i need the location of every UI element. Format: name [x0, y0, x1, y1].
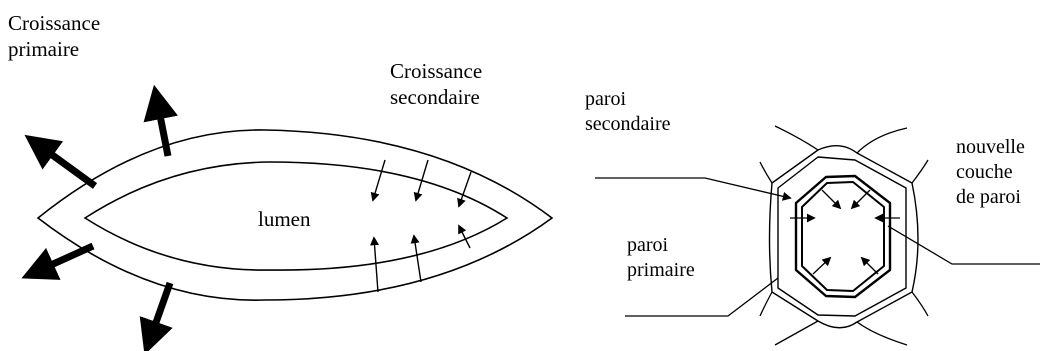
junction-line	[759, 291, 773, 317]
new-wall-layer-label-line1: nouvelle	[956, 136, 1025, 158]
inner-wall-outline	[83, 161, 509, 271]
primary-wall-outer-line	[768, 145, 919, 329]
secondary-wall-label: paroi secondaire	[585, 87, 671, 137]
secondary-growth-arrow	[457, 171, 472, 208]
primary-wall-inner-line	[777, 156, 907, 317]
lumen-label: lumen	[258, 207, 311, 231]
junction-line	[759, 161, 773, 184]
secondary-growth-arrow	[458, 224, 471, 249]
fiber-cell	[36, 129, 554, 301]
primary-growth-label: Croissance primaire	[8, 10, 100, 63]
secondary-growth-label-line1: Croissance	[390, 59, 483, 83]
new-wall-layer-label: nouvelle couche de paroi	[956, 135, 1025, 210]
cell-cross-section	[759, 125, 929, 346]
outer-wall-outline	[36, 129, 554, 301]
new-layer-arrow	[860, 256, 879, 275]
secondary-wall-outline	[794, 174, 892, 299]
primary-wall-label: paroi primaire	[627, 233, 695, 283]
new-layer-arrow	[812, 256, 832, 275]
primary-growth-arrow	[139, 281, 174, 351]
secondary-growth-arrow	[370, 236, 380, 293]
secondary-growth-arrow	[410, 234, 422, 283]
new-layer-leader	[887, 225, 1040, 265]
primary-wall-label-line2: primaire	[627, 259, 695, 281]
junction-line	[911, 291, 929, 317]
leader-lines	[595, 177, 1040, 317]
junction-line	[856, 321, 908, 346]
junction-line	[911, 159, 929, 184]
junction-line	[774, 125, 819, 151]
primary-wall-leader	[625, 277, 779, 317]
new-layer-arrow	[821, 189, 842, 210]
primary-growth-arrow	[143, 84, 178, 157]
primary-growth-label-line1: Croissance	[8, 11, 101, 35]
new-layer-arrow	[850, 189, 871, 210]
junction-line	[856, 127, 908, 154]
primary-growth-label-line2: primaire	[8, 37, 80, 62]
secondary-wall-label-line2: secondaire	[585, 113, 671, 135]
secondary-wall-leader	[595, 177, 792, 201]
secondary-growth-arrow	[370, 159, 386, 202]
junction-line	[774, 320, 819, 346]
secondary-growth-arrows	[370, 159, 472, 293]
secondary-growth-arrow	[413, 159, 429, 202]
new-wall-layer-label-line3: de paroi	[956, 186, 1021, 208]
primary-growth-arrow	[21, 242, 95, 280]
primary-growth-arrow	[24, 134, 98, 189]
secondary-growth-label-line2: secondaire	[390, 85, 480, 110]
secondary-wall-label-line1: paroi	[585, 88, 627, 110]
new-layer-arrows	[790, 189, 900, 275]
primary-growth-arrows	[21, 84, 178, 351]
secondary-growth-label: Croissance secondaire	[390, 58, 482, 111]
new-wall-layer-outline	[801, 181, 885, 292]
primary-wall-label-line1: paroi	[627, 234, 669, 256]
new-wall-layer-label-line2: couche	[956, 161, 1013, 183]
